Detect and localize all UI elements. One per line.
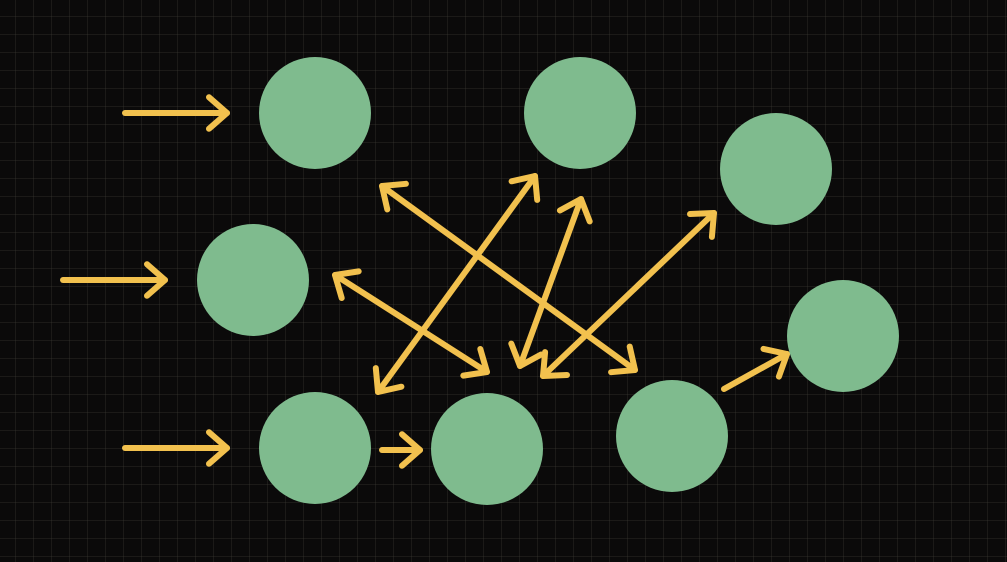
- arrow-bidirectional-b-head-start: [379, 180, 409, 213]
- arrow-bidirectional-a-shaft: [375, 173, 538, 395]
- node-8: [787, 280, 899, 392]
- arrow-bidirectional-e-head-end: [687, 210, 717, 240]
- input-arrow-3: [122, 429, 230, 467]
- arrow-bidirectional-d-head-end: [556, 196, 593, 225]
- input-arrow-2: [60, 261, 168, 299]
- arrow-bidirectional-d-shaft: [517, 196, 584, 369]
- arrow-node7-to-node8-shaft: [721, 351, 790, 392]
- arrow-bidirectional-a-head-start: [372, 365, 405, 395]
- arrow-bidirectional-a: [372, 173, 541, 395]
- node-7: [616, 380, 728, 492]
- node-6: [720, 113, 832, 225]
- node-1: [259, 57, 371, 169]
- input-arrow-1-head-end: [206, 94, 230, 132]
- arrows-layer: [60, 94, 790, 469]
- node-4: [431, 393, 543, 505]
- arrow-bidirectional-b-shaft: [379, 183, 638, 373]
- arrow-bidirectional-c: [332, 268, 490, 379]
- arrow-node3-to-node4-head-end: [399, 431, 423, 469]
- input-arrow-2-head-end: [144, 261, 168, 299]
- nodes-layer: [197, 57, 899, 505]
- arrow-bidirectional-e: [540, 210, 717, 379]
- node-2: [197, 224, 309, 336]
- node-5: [524, 57, 636, 169]
- arrow-bidirectional-b: [379, 180, 638, 376]
- node-3: [259, 392, 371, 504]
- arrow-bidirectional-b-head-end: [608, 343, 638, 376]
- arrow-bidirectional-a-head-end: [508, 173, 541, 203]
- arrow-node7-to-node8-head-end: [760, 345, 790, 380]
- arrow-node3-to-node4: [379, 431, 423, 469]
- input-arrow-3-head-end: [206, 429, 230, 467]
- arrow-bidirectional-e-head-start: [540, 349, 570, 379]
- arrow-bidirectional-e-shaft: [540, 210, 717, 379]
- arrow-bidirectional-d: [508, 196, 593, 369]
- arrow-bidirectional-c-shaft: [332, 272, 490, 375]
- input-arrow-1: [122, 94, 230, 132]
- arrow-bidirectional-d-head-start: [508, 340, 545, 369]
- arrow-bidirectional-c-head-end: [460, 346, 490, 379]
- arrow-bidirectional-c-head-start: [332, 268, 362, 301]
- arrow-node7-to-node8: [721, 345, 790, 392]
